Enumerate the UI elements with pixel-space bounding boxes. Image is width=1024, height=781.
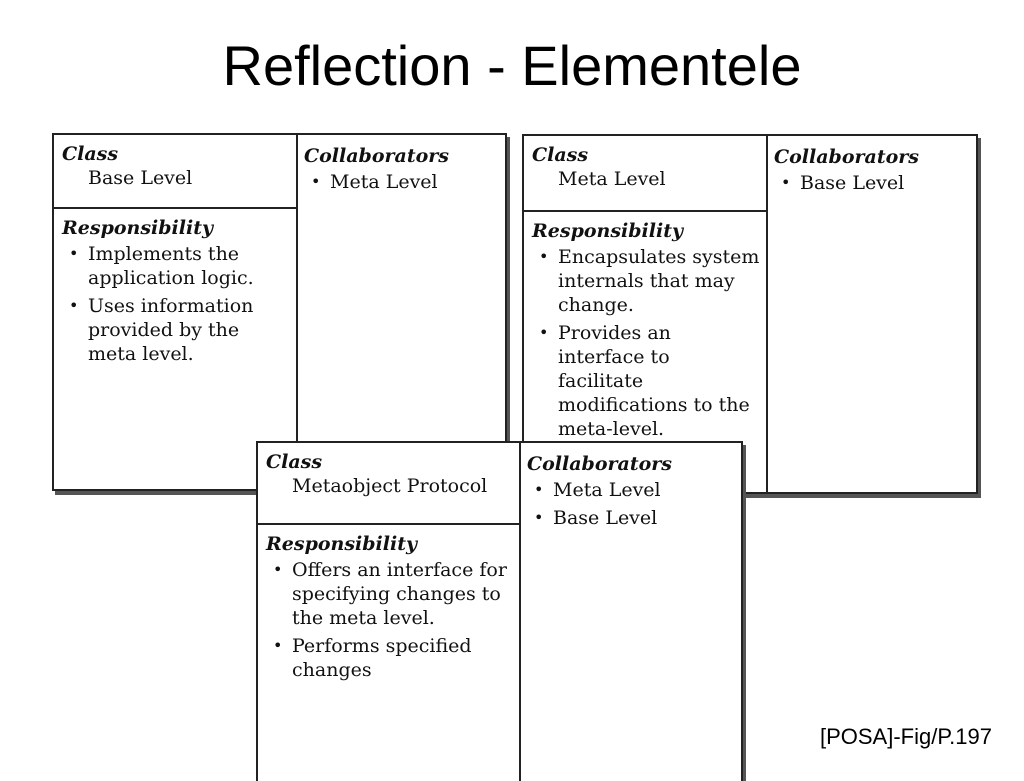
slide-title: Reflection - Elementele — [222, 34, 802, 97]
collaborator-list: •Base Level — [774, 171, 966, 195]
bullet-icon: • — [273, 636, 283, 655]
collaborator-list: •Meta Level — [304, 170, 495, 194]
class-name: Metaobject Protocol — [292, 475, 488, 497]
class-name: Meta Level — [558, 168, 666, 190]
responsibility-section: Responsibility •Offers an interface for … — [258, 525, 519, 682]
class-name: Base Level — [88, 167, 193, 189]
bullet-icon: • — [69, 296, 79, 315]
collaborators-heading: Collaborators — [527, 453, 672, 475]
responsibility-list: •Encapsulates system internals that may … — [532, 245, 760, 441]
crc-card-metaobject-protocol: Class Metaobject Protocol Responsibility… — [256, 441, 743, 781]
responsibility-heading: Responsibility — [62, 217, 214, 239]
collaborator-item: •Meta Level — [534, 479, 661, 501]
class-heading: Class — [62, 143, 119, 165]
collaborator-list: •Meta Level •Base Level — [527, 478, 731, 530]
responsibility-heading: Responsibility — [532, 220, 684, 242]
class-section: Class Meta Level — [524, 136, 766, 212]
responsibility-section: Responsibility •Implements the applicati… — [54, 209, 296, 366]
crc-card-base-level: Class Base Level Responsibility •Impleme… — [52, 133, 507, 491]
bullet-icon: • — [311, 172, 321, 191]
responsibility-item: •Uses information provided by the meta l… — [69, 295, 254, 365]
responsibility-item: •Offers an interface for specifying chan… — [273, 559, 507, 629]
bullet-icon: • — [534, 480, 544, 499]
crc-card-meta-level: Class Meta Level Responsibility •Encapsu… — [522, 134, 978, 494]
collaborator-item: •Meta Level — [311, 171, 438, 193]
crc-left-column: Class Meta Level Responsibility •Encapsu… — [524, 136, 768, 492]
bullet-icon: • — [273, 560, 283, 579]
class-section: Class Base Level — [54, 135, 296, 209]
responsibility-item: •Implements the application logic. — [69, 243, 254, 289]
crc-right-column: Collaborators •Base Level — [766, 136, 976, 492]
bullet-icon: • — [539, 323, 549, 342]
responsibility-item: •Provides an interface to facilitate mod… — [539, 322, 750, 440]
source-citation: [POSA]-Fig/P.197 — [819, 724, 992, 749]
responsibility-item: •Performs specified changes — [273, 635, 472, 681]
bullet-icon: • — [781, 173, 791, 192]
class-heading: Class — [266, 451, 323, 473]
collaborator-item: •Base Level — [781, 172, 905, 194]
bullet-icon: • — [69, 244, 79, 263]
responsibility-list: •Offers an interface for specifying chan… — [266, 558, 513, 682]
responsibility-list: •Implements the application logic. •Uses… — [62, 242, 290, 366]
crc-left-column: Class Base Level Responsibility •Impleme… — [54, 135, 298, 489]
crc-right-column: Collaborators •Meta Level •Base Level — [519, 443, 741, 781]
responsibility-section: Responsibility •Encapsulates system inte… — [524, 212, 766, 441]
crc-right-column: Collaborators •Meta Level — [296, 135, 505, 489]
class-heading: Class — [532, 144, 589, 166]
collaborators-heading: Collaborators — [774, 146, 919, 168]
crc-left-column: Class Metaobject Protocol Responsibility… — [258, 443, 521, 781]
collaborators-heading: Collaborators — [304, 145, 449, 167]
class-section: Class Metaobject Protocol — [258, 443, 519, 525]
responsibility-item: •Encapsulates system internals that may … — [539, 246, 760, 316]
bullet-icon: • — [534, 508, 544, 527]
responsibility-heading: Responsibility — [266, 533, 418, 555]
bullet-icon: • — [539, 247, 549, 266]
collaborator-item: •Base Level — [534, 507, 658, 529]
